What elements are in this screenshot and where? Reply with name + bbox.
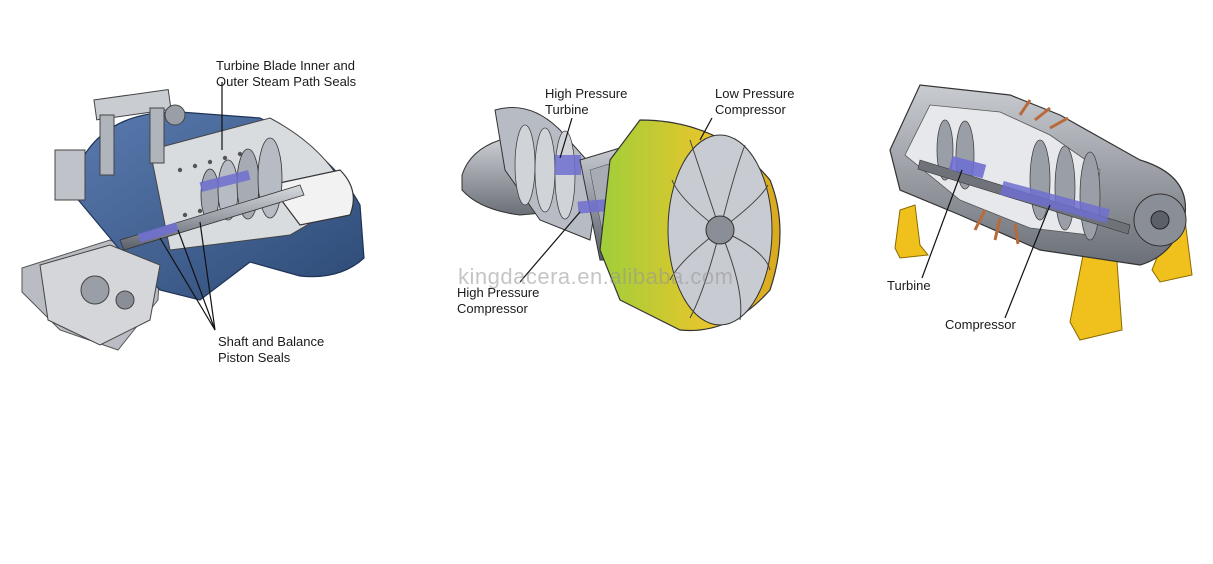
steam-turbine-illustration xyxy=(21,82,365,351)
label-turbine: Turbine xyxy=(887,278,931,293)
leader-line-shaft-seals-c xyxy=(199,221,216,331)
leader-line-hp-turbine xyxy=(559,117,573,159)
leader-line-compressor xyxy=(1004,204,1051,319)
gearbox-housing xyxy=(39,244,161,346)
watermark-text: kingdacera.en.alibaba.com xyxy=(458,264,734,289)
label-hp-turbine: High Pressure Turbine xyxy=(545,86,628,117)
leader-line-shaft-seals-b xyxy=(177,229,216,331)
turbine-section-highlight xyxy=(948,155,987,179)
fuel-line-fittings xyxy=(973,99,1069,245)
exhaust-duct xyxy=(268,169,354,226)
steam-path-seal-highlight xyxy=(199,170,251,192)
leader-line-shaft-seals-a xyxy=(159,237,216,331)
gas-turbine-illustration xyxy=(889,84,1193,341)
leader-line-lp-compressor xyxy=(699,117,713,141)
fan-spinner xyxy=(705,215,735,245)
leader-line-turbine xyxy=(921,169,963,279)
label-lp-compressor: Low Pressure Compressor xyxy=(715,86,795,117)
label-shaft-seals: Shaft and Balance Piston Seals xyxy=(218,334,325,365)
jet-engine-illustration xyxy=(461,107,781,332)
governor-valve-assembly xyxy=(54,88,186,201)
intake-hub xyxy=(1150,210,1170,230)
turbine-blade-rings xyxy=(514,124,576,220)
label-blade-seals: Turbine Blade Inner and Outer Steam Path… xyxy=(216,58,357,89)
compressor-section-highlight xyxy=(1000,181,1110,223)
stand-left xyxy=(894,204,929,259)
label-hp-compressor: High Pressure Compressor xyxy=(457,285,540,316)
balance-piston-seal-highlight xyxy=(137,222,179,243)
hp-turbine-highlight xyxy=(555,155,581,175)
leader-line-hp-compressor xyxy=(519,211,581,283)
label-compressor: Compressor xyxy=(945,317,1016,332)
